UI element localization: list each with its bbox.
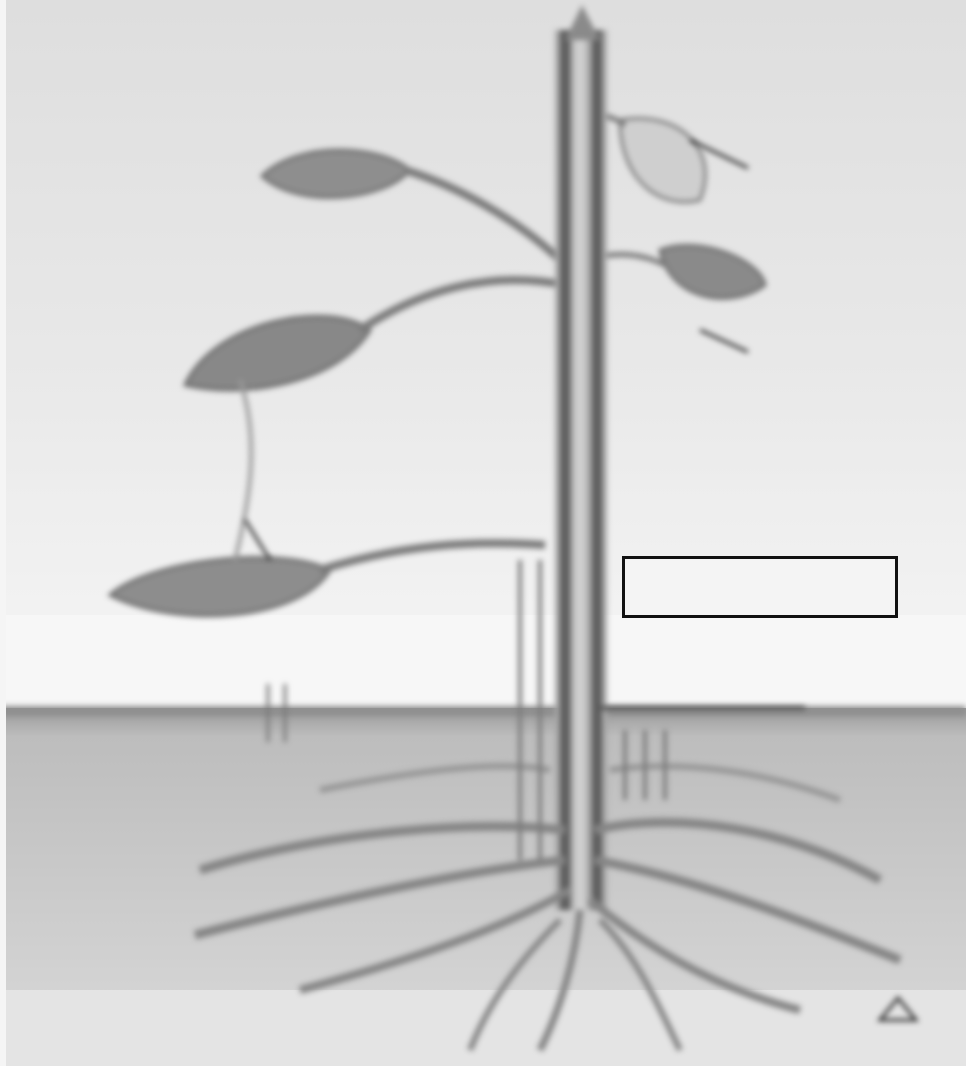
soil-surface-line — [0, 706, 966, 716]
stem-inner-right — [592, 30, 602, 910]
legend-box — [622, 556, 898, 618]
sky-bright-band — [0, 615, 966, 710]
stem-core — [574, 30, 586, 910]
left-border — [0, 0, 6, 1066]
stem-inner-left — [560, 30, 570, 910]
